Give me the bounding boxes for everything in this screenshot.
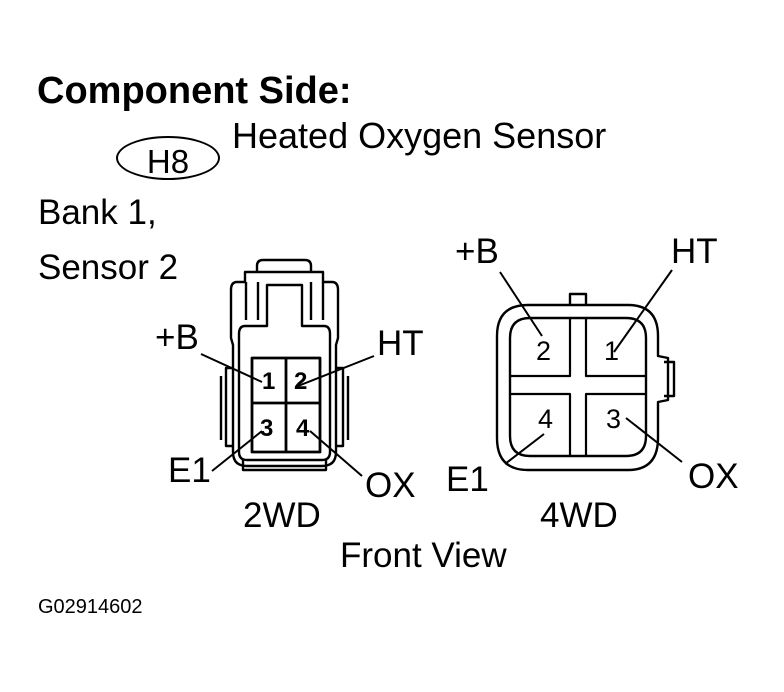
terminal-signal-label-4wd: HT (671, 232, 718, 271)
terminal-number-4wd: 4 (538, 404, 554, 434)
connector-2wd-housing (219, 258, 350, 472)
connector-4wd-cross (510, 318, 646, 456)
terminal-signal-label-2wd: HT (377, 324, 424, 363)
connector-4wd-caption: 4WD (540, 496, 618, 535)
connector-2wd-caption: 2WD (243, 496, 321, 535)
figure-code: G02914602 (38, 596, 143, 618)
sensor-name: Heated Oxygen Sensor (232, 115, 607, 156)
front-view-label: Front View (340, 536, 507, 575)
terminal-number-4wd: 1 (604, 336, 620, 366)
terminal-number-2wd: 1 (262, 368, 276, 395)
terminal-signal-label-2wd: +B (155, 318, 199, 357)
connector-4wd-housing (495, 292, 676, 472)
terminal-number-4wd: 2 (536, 336, 552, 366)
terminal-number-2wd: 2 (294, 368, 308, 395)
terminal-number-2wd: 3 (260, 415, 274, 442)
terminal-signal-label-4wd: +B (455, 232, 499, 271)
connector-2wd-leaders (200, 353, 375, 477)
connector-2wd-terminal-grid (250, 356, 322, 454)
terminal-signal-label-4wd: OX (688, 457, 739, 496)
terminal-number-4wd: 3 (606, 404, 622, 434)
sensor-position: Sensor 2 (38, 248, 179, 287)
terminal-signal-label-4wd: E1 (446, 460, 489, 499)
sensor-bank: Bank 1, (38, 193, 157, 232)
terminal-signal-label-2wd: OX (365, 466, 416, 505)
connector-code-oval: H8 (116, 136, 220, 180)
terminal-signal-label-2wd: E1 (168, 451, 211, 490)
component-side-heading: Component Side: (37, 70, 352, 112)
connector-4wd-leaders (499, 269, 683, 465)
terminal-number-2wd: 4 (296, 415, 310, 442)
connector-code: H8 (146, 143, 190, 180)
